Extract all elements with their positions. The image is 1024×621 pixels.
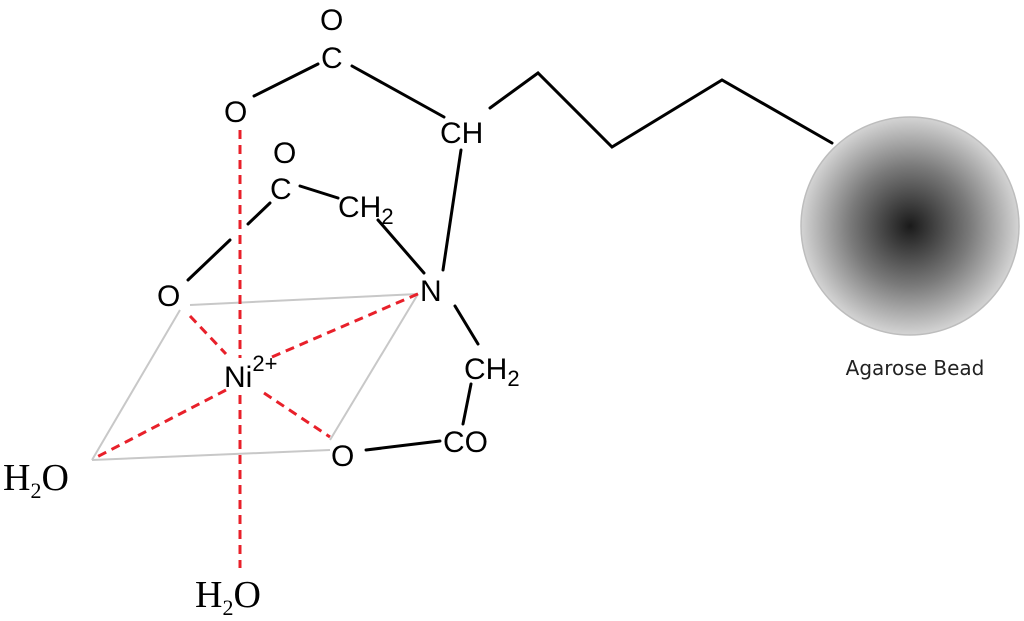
atom-o-carbonyl-mid: O — [273, 137, 296, 170]
coordination-bonds — [94, 130, 421, 568]
atom-o-left: O — [157, 280, 180, 313]
atom-ch: CH — [440, 117, 483, 150]
atom-n: N — [420, 275, 442, 308]
atom-ni: Ni2+ — [224, 351, 277, 394]
atom-o-carbonyl-top: O — [320, 4, 343, 37]
atom-ch2-upper: CH2 — [338, 191, 394, 229]
atom-ch2-lower: CH2 — [464, 353, 520, 391]
covalent-bonds — [186, 62, 834, 452]
atom-c-top-visible: C — [321, 42, 343, 75]
water-left: H2O — [3, 457, 69, 503]
atom-o-lower: O — [331, 440, 354, 473]
atom-c-mid: C — [270, 173, 292, 206]
coordination-plane — [91, 293, 419, 461]
water-bottom: H2O — [195, 574, 261, 620]
atom-o-ester: O — [224, 96, 247, 129]
bead-label: Agarose Bead — [846, 356, 985, 380]
atom-co: CO — [443, 426, 488, 459]
agarose-bead — [800, 116, 1020, 336]
